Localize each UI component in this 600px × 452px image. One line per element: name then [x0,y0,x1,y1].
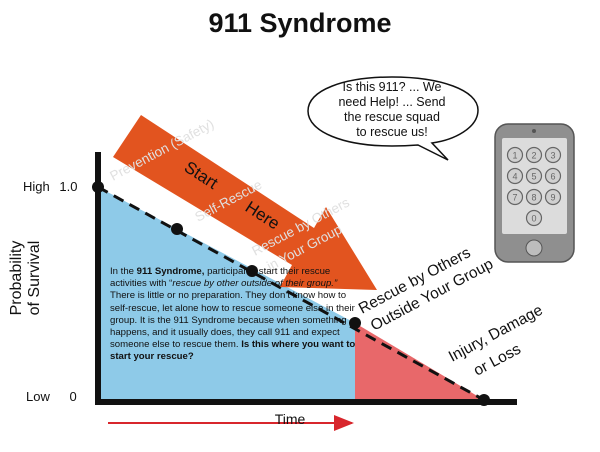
bubble-line1: Is this 911? ... We [342,80,442,94]
y-tick-high-value: 1.0 [59,179,78,194]
phone-key-9 [544,188,562,206]
y-axis-label: Probability of Survival [6,170,46,370]
phone-key-label: 4 [512,172,517,182]
y-tick-low-value: 0 [69,389,77,404]
phone-key-label: 6 [550,172,555,182]
bubble-line4: to rescue us! [356,125,428,139]
point-outside-rescue [349,317,361,329]
bubble-line2: need Help! ... Send [338,95,446,109]
y-tick-low: Low 0 [26,389,77,404]
phone-key-4 [506,167,524,185]
y-tick-high: High 1.0 [23,179,77,194]
explanation-bold1: 911 Syndrome, [136,266,205,277]
explanation-text: In the 911 Syndrome, participants start … [110,266,358,364]
point-self-rescue [171,223,183,235]
explanation-question: Is this where you want to start your res… [110,339,356,363]
y-axis-label-line2: of Survival [26,240,43,316]
page-title: 911 Syndrome [208,8,392,38]
phone-key-3 [544,146,562,164]
phone-key-6 [544,167,562,185]
explanation-part3: There is little or no preparation. They … [110,290,355,351]
phone-key-label: 5 [531,172,536,182]
start-here-arrow [113,115,377,290]
phone-key-label: 7 [512,193,517,203]
phone-key-label: 1 [512,151,517,161]
point-group-rescue [246,265,258,277]
phone-key-label: 0 [531,214,536,224]
point-prevention [92,181,104,193]
x-axis-label: Time [274,411,306,427]
speech-bubble [307,76,479,161]
phone-key-label: 2 [531,151,536,161]
phone-key-1 [506,146,524,164]
survival-region-blue [98,187,355,402]
bubble-line3: the rescue squad [344,110,440,124]
y-axis-label-line1: Probability [8,240,25,316]
phone-key-2 [525,146,543,164]
explanation-part2: participants start their rescue activiti… [110,266,331,290]
smartphone-icon: 1 2 3 4 5 6 7 8 9 0 [494,123,575,263]
y-tick-high-label: High [23,179,50,194]
phone-key-5 [525,167,543,185]
phone-key-0 [525,209,543,227]
phone-key-label: 9 [550,193,555,203]
phone-key-8 [525,188,543,206]
y-tick-low-label: Low [26,389,50,404]
phone-key-label: 3 [550,151,555,161]
phone-key-7 [506,188,524,206]
speech-bubble-text: Is this 911? ... We need Help! ... Send … [322,80,462,140]
survival-line [97,185,485,402]
point-injury [478,394,490,406]
explanation-part1: In the [110,266,137,277]
explanation-italic: rescue by other outside of their group.” [172,278,338,290]
phone-key-label: 8 [531,193,536,203]
